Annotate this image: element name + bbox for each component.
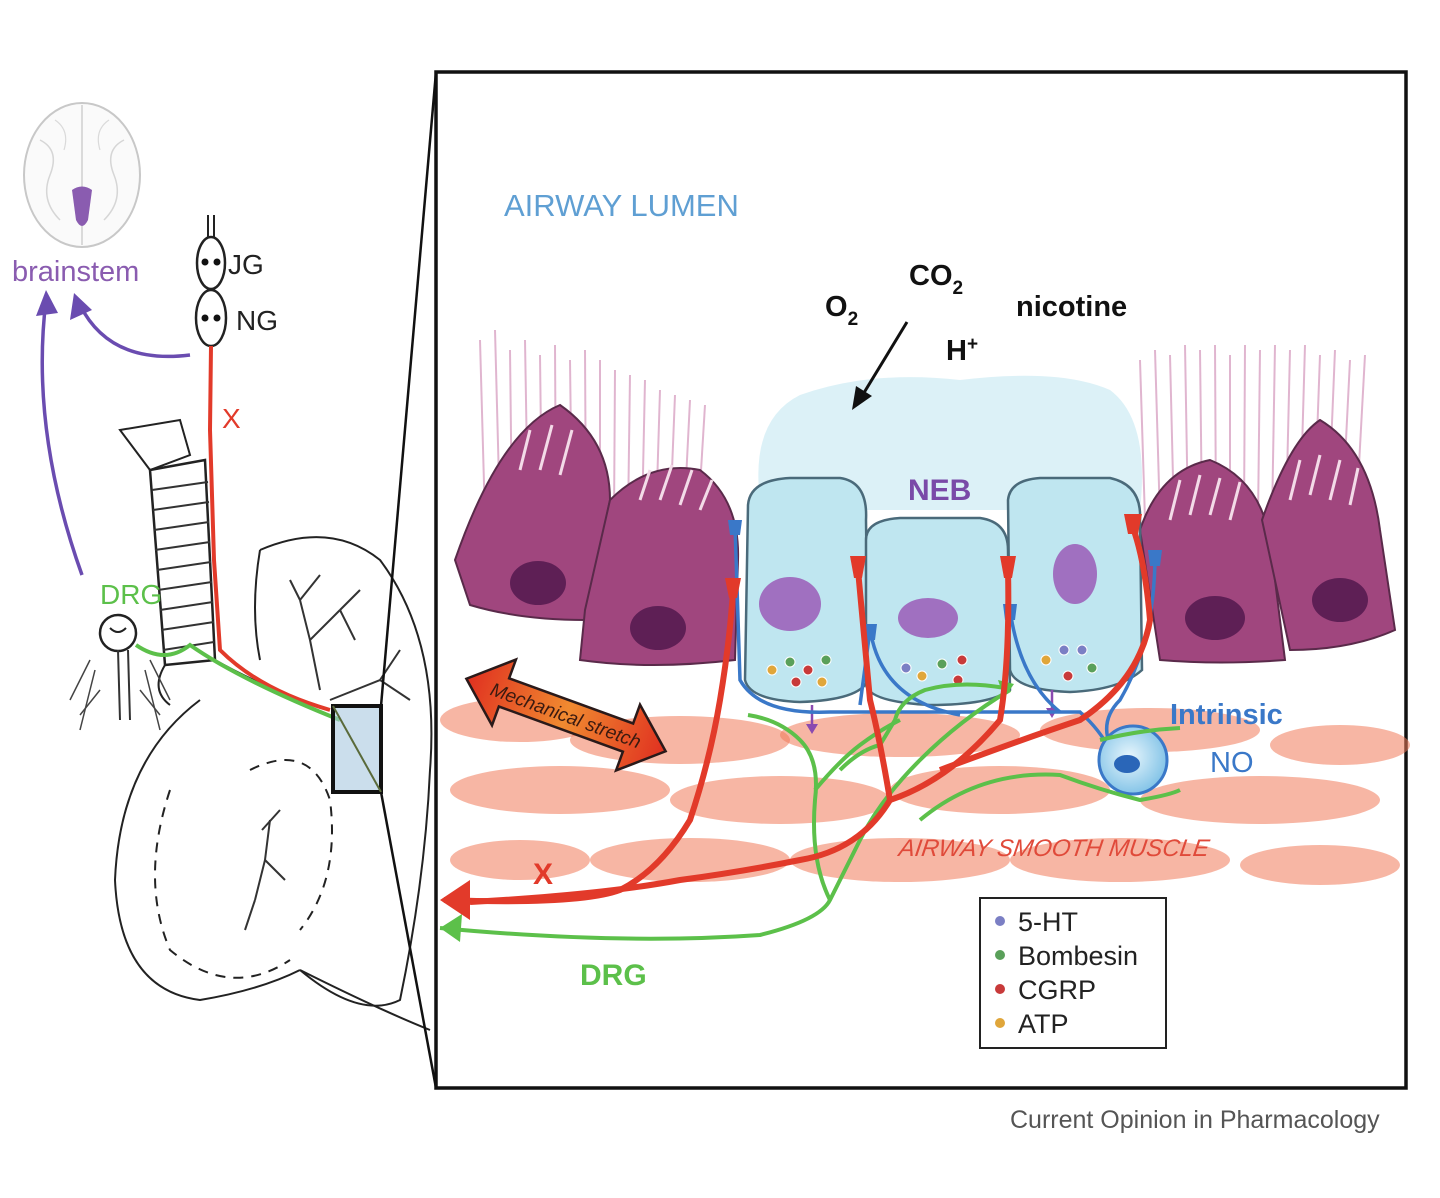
ng-label: NG <box>236 305 278 336</box>
drg-nerve-left <box>134 642 341 722</box>
vagal-to-brainstem-arrow <box>78 304 191 359</box>
granules <box>766 644 1098 688</box>
zoom-line-bottom <box>379 791 438 1089</box>
spinal-cord <box>69 613 171 731</box>
legend-swatch <box>995 1018 1005 1028</box>
drg-left-label: DRG <box>100 579 162 610</box>
release-arrowhead-1 <box>806 724 818 734</box>
credit-line: Current Opinion in Pharmacology <box>1010 1106 1380 1134</box>
o2-label: O2 <box>825 291 858 330</box>
no-label: NO <box>1210 747 1254 779</box>
zoom-line-top <box>379 71 438 707</box>
legend-label: CGRP <box>1018 975 1096 1005</box>
ciliated-cell-3 <box>1138 458 1287 664</box>
airway-lumen-label: AIRWAY LUMEN <box>504 188 739 223</box>
vagal-nerves-inset <box>443 523 1154 905</box>
vagal-to-brainstem-arrowhead <box>70 293 92 320</box>
ciliated-cell-1 <box>453 403 612 622</box>
smooth-muscle-label: AIRWAY SMOOTH MUSCLE <box>895 835 1212 862</box>
stimuli-arrow <box>860 321 909 397</box>
jg-label: JG <box>228 249 264 280</box>
legend-swatch <box>995 984 1005 994</box>
intrinsic-label: Intrinsic <box>1170 699 1283 731</box>
vagal-arrowhead-inset <box>440 880 470 920</box>
neb-label: NEB <box>908 474 971 507</box>
legend-label: 5-HT <box>1018 907 1078 937</box>
nicotine-label: nicotine <box>1016 291 1127 323</box>
legend-label: Bombesin <box>1018 941 1138 971</box>
left-anatomy: brainstem JG NG <box>12 102 433 1031</box>
neb-halo <box>758 375 1142 510</box>
h-plus-label: H+ <box>946 334 978 367</box>
ciliated-nuclei <box>510 561 1368 650</box>
legend-swatch <box>995 950 1005 960</box>
lung-outline <box>113 536 433 1031</box>
inset-panel: AIRWAY LUMEN AIRWAY SMOOTH MUSCLE <box>434 70 1410 1090</box>
vagus-inset-label: X <box>533 858 553 891</box>
drg-nerves-inset <box>439 682 1181 941</box>
brainstem-label: brainstem <box>12 256 139 288</box>
legend-box <box>979 897 1167 1049</box>
bronchial-tree <box>244 574 411 931</box>
vagal-ganglia <box>194 215 228 348</box>
drg-to-brainstem-arrow <box>40 299 84 576</box>
trachea <box>118 418 301 706</box>
vagus-nerve-left <box>207 345 331 712</box>
drg-to-brainstem-arrowhead <box>36 290 58 316</box>
stimuli-arrowhead <box>852 386 872 410</box>
no-neuron-nucleus <box>1114 755 1140 773</box>
cilia-tufts <box>518 424 1360 521</box>
drg-arrowhead-inset <box>440 914 462 942</box>
vagal-endings <box>725 514 1142 598</box>
drg-inset-label: DRG <box>580 959 647 992</box>
vagus-left-label: X <box>222 403 241 434</box>
legend-swatch <box>995 916 1005 926</box>
legend-label: ATP <box>1018 1009 1069 1039</box>
brain-illustration <box>23 102 141 248</box>
neb-nuclei <box>759 544 1097 638</box>
co2-label: CO2 <box>909 260 963 299</box>
